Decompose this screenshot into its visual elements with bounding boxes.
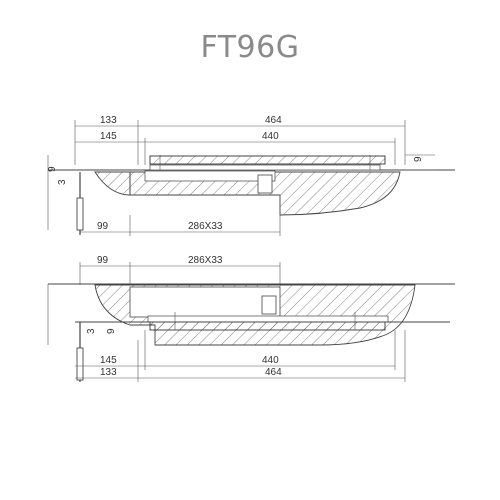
top-view: 133 464 145 440 9 9 3 99 286X33	[47, 115, 455, 236]
bottom-dim-left-9: 9	[106, 328, 117, 334]
diagram-title: FT96G	[200, 30, 300, 65]
bottom-cover-plate	[149, 321, 386, 331]
bottom-dim-145: 145	[100, 355, 117, 366]
top-dimension-lines	[74, 120, 406, 165]
top-dim-right-9: 9	[413, 156, 424, 162]
bottom-dim-440: 440	[262, 355, 279, 366]
top-dim-464: 464	[265, 115, 282, 126]
top-cover-plate	[149, 155, 386, 165]
bottom-dim-464: 464	[265, 367, 282, 378]
bottom-dim-133: 133	[100, 367, 117, 378]
top-dim-left-9: 9	[47, 166, 58, 172]
top-concrete-section	[129, 171, 401, 216]
top-rail	[149, 164, 381, 171]
top-dim-440: 440	[262, 131, 279, 142]
top-dim-145: 145	[100, 131, 117, 142]
bottom-dim-left-3: 3	[86, 328, 97, 334]
top-motor-block	[257, 174, 273, 194]
bottom-rail	[147, 315, 389, 323]
top-dim-99: 99	[97, 221, 109, 232]
top-box	[144, 170, 276, 182]
bottom-box-cavity	[129, 286, 281, 318]
bottom-motor-block	[261, 295, 277, 315]
bottom-view: 99 286X33 3 9 145 440 133 464	[47, 255, 455, 382]
top-dim-286x33: 286X33	[188, 221, 223, 232]
top-dim-133: 133	[100, 115, 117, 126]
bottom-dim-286x33: 286X33	[188, 255, 223, 266]
top-dim-left-3: 3	[57, 179, 68, 185]
bottom-dim-99: 99	[97, 255, 109, 266]
